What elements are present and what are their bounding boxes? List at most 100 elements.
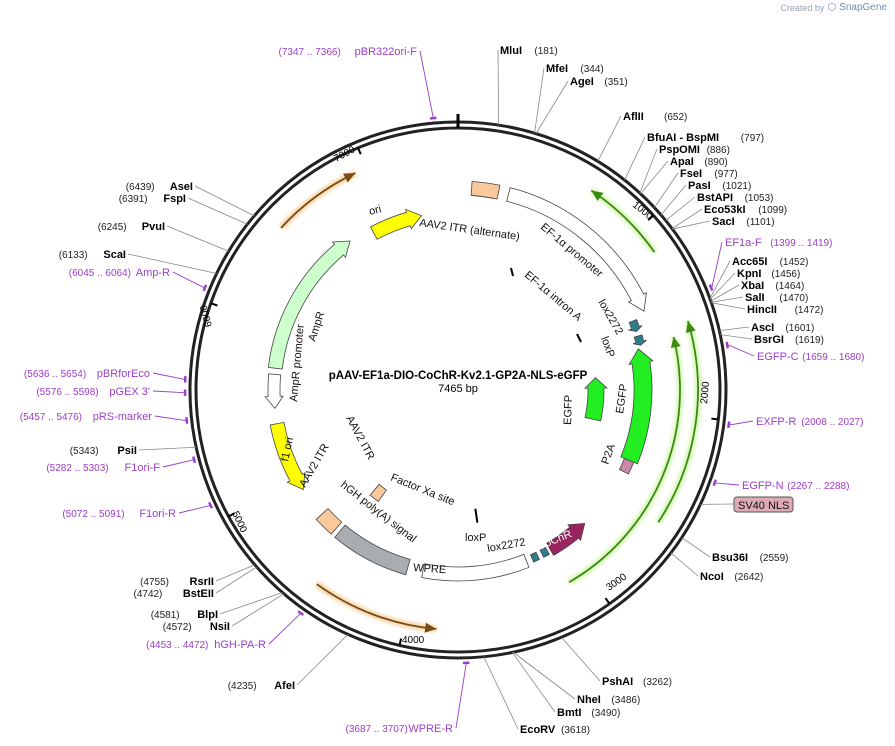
enzyme-label-kpni: KpnI (737, 268, 761, 280)
enzyme-label-asci: AscI (751, 322, 774, 334)
leader-rsrii (215, 564, 255, 582)
enzyme-labels: MluI(181)MfeI(344)AgeI(351)AflII(652)Bfu… (59, 45, 824, 736)
feature-label-factor-xa: Factor Xa site (389, 472, 456, 509)
enzyme-pos-bsteii: (4742) (133, 589, 162, 600)
enzyme-label-ecorv: EcoRV (520, 724, 556, 736)
enzyme-label-bfuai-bspmi: BfuAI - BspMI (647, 132, 719, 144)
primer-leader-prs-marker (154, 415, 186, 421)
snapgene-logo-icon: ⬡ (827, 2, 837, 13)
primer-pos-f1ori-f: (5282 .. 5303) (46, 463, 108, 474)
enzyme-pos-rsrii: (4755) (140, 577, 169, 588)
feature-label-wpre: WPRE (413, 562, 447, 576)
enzyme-label-asei: AseI (170, 181, 193, 193)
enzyme-label-sali: SalI (745, 292, 765, 304)
enzyme-pos-fsei: (977) (714, 169, 737, 180)
plasmid-name: pAAV-EF1a-DIO-CoChR-Kv2.1-GP2A-NLS-eGFP (329, 370, 588, 382)
leader-fsei (654, 172, 679, 208)
leader-ncoi (670, 552, 699, 577)
label-leader-lines (127, 49, 755, 730)
snapgene-branding: Created by ⬡ SnapGene (780, 2, 887, 13)
leader-pshai (561, 636, 601, 682)
enzyme-pos-asei: (6439) (126, 182, 155, 193)
enzyme-pos-saci: (1101) (746, 217, 774, 228)
primer-pos-pgex-3-: (5576 .. 5598) (36, 387, 98, 398)
primer-mark-pbr322ori-f (429, 116, 437, 120)
plasmid-length: 7465 bp (438, 383, 478, 395)
enzyme-label-bsu36i: Bsu36I (712, 552, 748, 564)
enzyme-pos-pvui: (6245) (98, 222, 127, 233)
leader-nsii (231, 593, 285, 627)
primer-pos-egfp-n: (2267 .. 2288) (787, 481, 849, 492)
enzyme-label-pspomi: PspOMI (659, 144, 700, 156)
enzyme-label-saci: SacI (712, 216, 735, 228)
enzyme-pos-xbai: (1464) (775, 281, 804, 292)
enzyme-pos-acc65i: (1452) (780, 257, 809, 268)
leader-blpi (219, 592, 283, 615)
primer-pos-prs-marker: (5457 .. 5476) (20, 412, 82, 423)
primer-pos-f1ori-r: (5072 .. 5091) (62, 509, 124, 520)
enzyme-pos-scai: (6133) (59, 250, 88, 261)
primer-mark-amp-r (202, 284, 208, 292)
enzyme-pos-fspi: (6391) (119, 194, 148, 205)
enzyme-label-pasi: PasI (688, 180, 711, 192)
leader-bsu36i (681, 537, 711, 558)
primer-leader-f1ori-f (162, 459, 194, 468)
leader-eco53ki (671, 208, 703, 230)
feature-label-egfp-outer: EGFP (614, 383, 630, 414)
primer-label-pgex-3-: pGEX 3' (109, 386, 150, 398)
leader-scai (127, 253, 217, 274)
arc-ori (370, 208, 423, 240)
arc-wpre (421, 553, 530, 582)
arc-loxp-b (529, 551, 541, 563)
primer-leader-pgex-3- (152, 390, 185, 394)
enzyme-label-agei: AgeI (570, 76, 594, 88)
scale-ticks (210, 114, 719, 646)
leader-bmti (511, 652, 556, 713)
enzyme-pos-afei: (4235) (228, 681, 257, 692)
primer-label-pbr322ori-f: pBR322ori-F (355, 46, 418, 58)
leader-acc65i (709, 260, 731, 299)
primer-label-f1ori-f: F1ori-F (125, 462, 161, 474)
tick-3000 (604, 597, 611, 605)
primer-pos-exfp-r: (2008 .. 2027) (801, 417, 863, 428)
factor-xa-mark (474, 508, 479, 523)
leader-agei (535, 80, 569, 134)
enzyme-pos-blpi: (4581) (151, 610, 180, 621)
enzyme-label-bstapi: BstAPI (697, 192, 733, 204)
orf-bottom-orange-head (424, 622, 437, 633)
tick-label-6000: 6000 (198, 303, 214, 328)
feature-label-lox2272-a: lox2272 (595, 298, 625, 337)
primer-mark-prs-marker (185, 417, 189, 424)
enzyme-pos-pasi: (1021) (722, 181, 751, 192)
enzyme-pos-psii: (5343) (70, 446, 99, 457)
primer-label-egfp-c: EGFP-C (757, 351, 799, 363)
tick-7000 (357, 147, 362, 155)
arc-loxp-a (632, 334, 647, 346)
intron-end-mark (576, 333, 582, 343)
tick-label-7000: 7000 (332, 144, 357, 164)
enzyme-label-eco53ki: Eco53kI (704, 204, 746, 216)
enzyme-label-pshai: PshAI (602, 676, 633, 688)
enzyme-pos-pspomi: (886) (707, 145, 730, 156)
leader-kpni (709, 272, 736, 300)
feature-label-ef1a-intron: EF-1α intron A (522, 269, 584, 324)
leader-bsrgi (720, 334, 753, 340)
feature-label-ampr-promoter: AmpR promoter (288, 324, 307, 403)
intron-start-mark (510, 267, 514, 277)
enzyme-pos-pshai: (3262) (643, 677, 672, 688)
primer-mark-egfp-c (725, 341, 730, 349)
leader-psii (138, 446, 197, 451)
leader-mfei (534, 67, 545, 134)
enzyme-label-mfei: MfeI (546, 63, 568, 75)
feature-label-aav2-itr-alternate: AAV2 ITR (alternate) (419, 217, 521, 243)
orf-arrows (278, 169, 702, 633)
enzyme-label-fspi: FspI (163, 193, 186, 205)
primer-pos-egfp-c: (1659 .. 1680) (802, 352, 864, 363)
leader-bstapi (665, 196, 696, 221)
leader-saci (672, 220, 711, 230)
feature-label-aav2-itr-outer: AAV2 ITR (297, 442, 331, 490)
tick-6000 (210, 302, 218, 307)
primer-label-wpre-r: WPRE-R (408, 723, 453, 735)
tick-label-4000: 4000 (402, 635, 425, 646)
